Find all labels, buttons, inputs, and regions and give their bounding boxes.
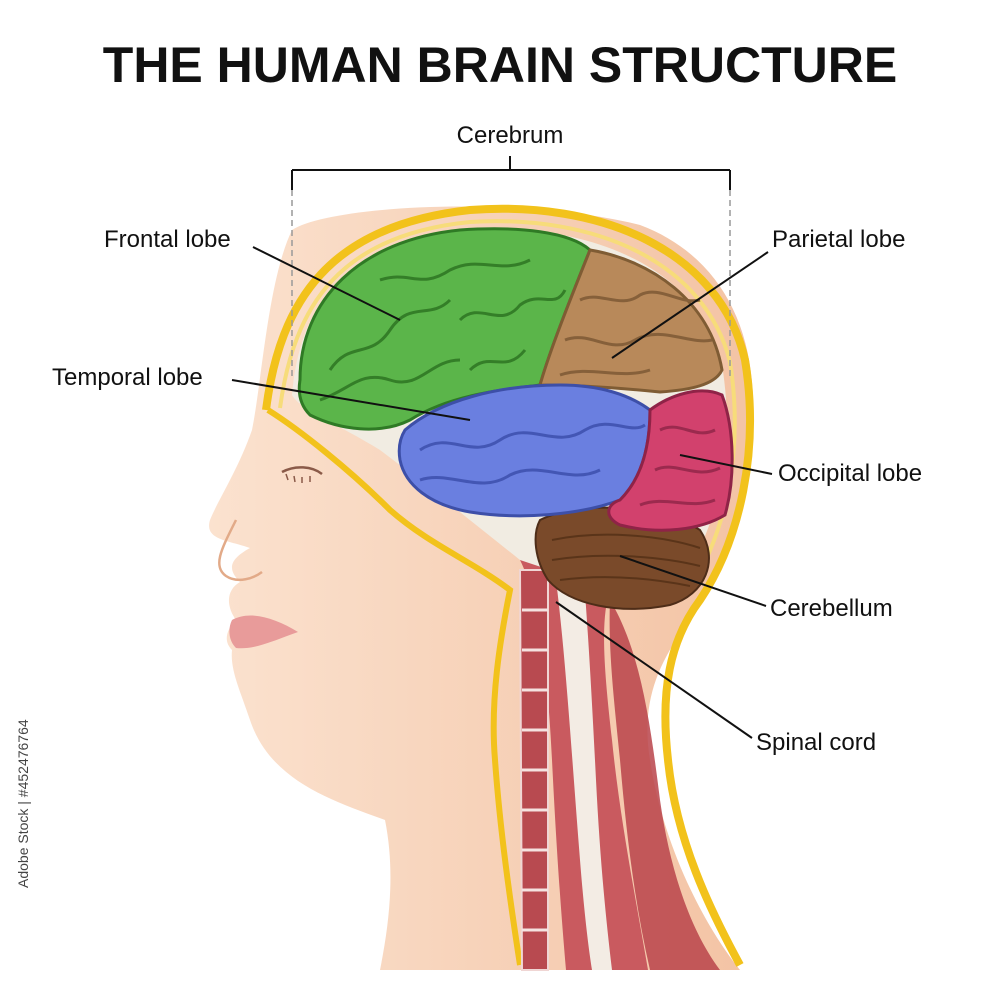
occipital-lobe [607,389,734,532]
parietal-lobe [538,248,724,394]
leader-parietal [611,251,769,359]
leader-spinal-cord [555,601,753,739]
nose [218,519,263,582]
page-title: THE HUMAN BRAIN STRUCTURE [103,37,897,93]
temporal-gyri [419,422,646,485]
stock-id-text: Adobe Stock | #452476764 [15,719,31,888]
leader-cerebellum [619,555,767,607]
leader-temporal [231,379,471,421]
neck-muscle [609,600,720,970]
leader-occipital [679,454,773,475]
skull-outline [262,204,754,967]
leader-frontal [252,246,401,321]
occipital-gyri [639,425,721,507]
label-temporal-lobe: Temporal lobe [52,364,203,391]
label-frontal-lobe: Frontal lobe [104,226,231,253]
vertebra-discs [522,608,548,932]
label-cerebrum: Cerebrum [457,122,564,149]
label-spinal-cord: Spinal cord [756,729,876,756]
eye [281,466,323,483]
label-cerebellum: Cerebellum [770,595,893,622]
label-occipital-lobe: Occipital lobe [778,460,922,487]
lips [229,615,298,649]
cerebellum-folds [551,533,701,587]
cerebrum-bracket [291,156,731,380]
parietal-gyri [559,290,713,377]
label-parietal-lobe: Parietal lobe [772,226,905,253]
skull-base-outline [266,407,523,966]
spinal-cord-tube [556,580,612,970]
frontal-gyri [319,258,567,402]
